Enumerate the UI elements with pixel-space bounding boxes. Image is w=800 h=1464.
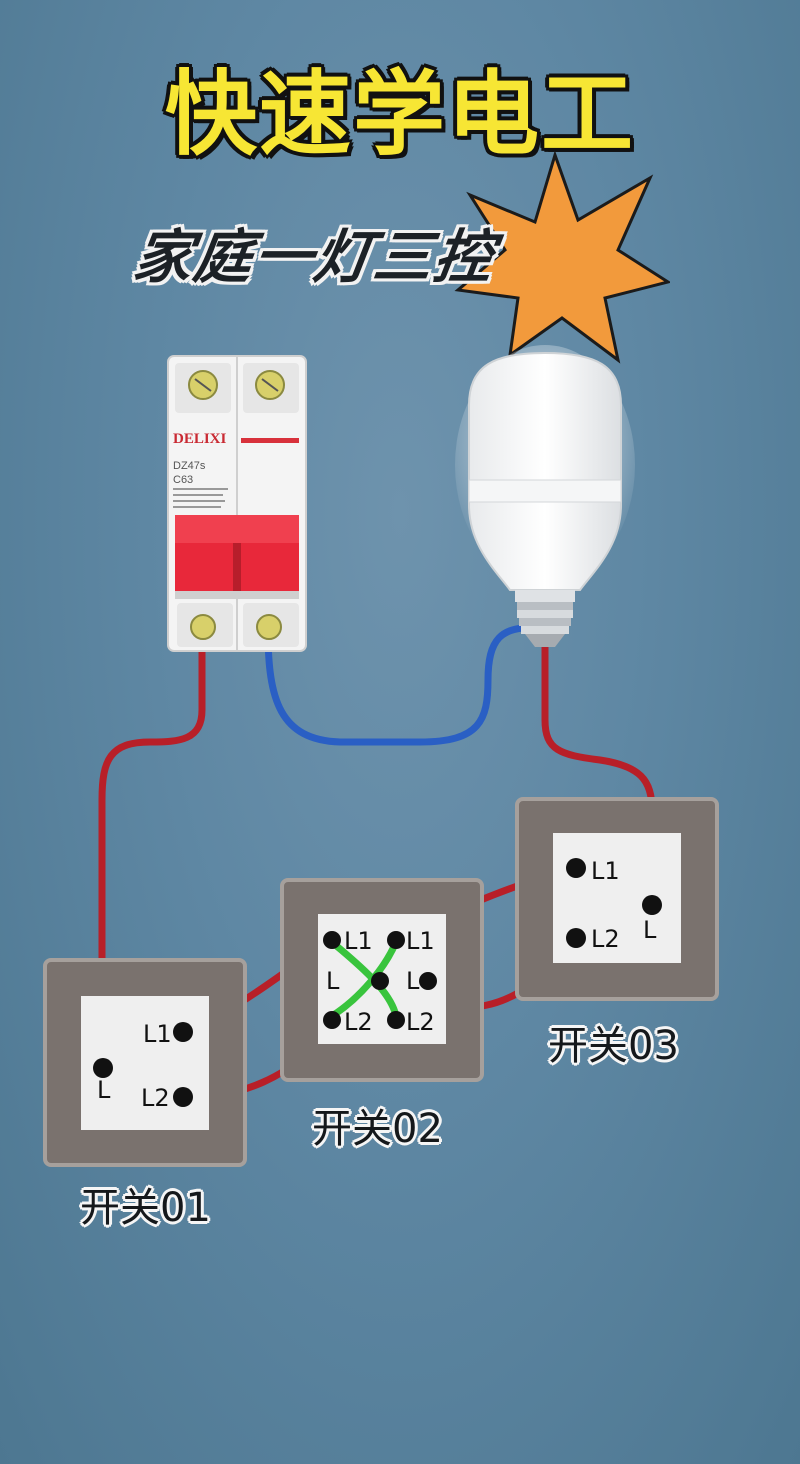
circuit-breaker-icon: DELIXI DZ47s C63 bbox=[167, 355, 307, 652]
live-wire-lamp bbox=[541, 636, 656, 909]
light-bulb-icon bbox=[455, 345, 635, 647]
star-burst-icon bbox=[454, 150, 670, 364]
switch-03-label-L: L bbox=[643, 916, 657, 944]
switch-02-label-L-left: L bbox=[326, 967, 340, 995]
breaker-model: DZ47s bbox=[173, 460, 206, 472]
switch-02-label-L2-right: L2 bbox=[406, 1008, 435, 1036]
breaker-rating: C63 bbox=[173, 474, 193, 486]
switch-02-label-L2-left: L2 bbox=[344, 1008, 373, 1036]
live-wire-feed bbox=[98, 626, 206, 1072]
switch-01-terminal-L1 bbox=[173, 1022, 193, 1042]
switch-03-label-L1: L1 bbox=[591, 857, 620, 885]
switch-01-terminal-L bbox=[93, 1058, 113, 1078]
neutral-wire bbox=[264, 624, 544, 746]
switch-02-label-L1-left: L1 bbox=[344, 927, 373, 955]
page-title: 快速学电工 bbox=[164, 61, 635, 168]
switch-02: L1 L1 L L L2 L2 bbox=[280, 878, 484, 1082]
switch-02-label-L-right: L bbox=[406, 967, 420, 995]
switch-03: L1 L L2 bbox=[515, 797, 719, 1001]
switch-02-name: 开关02 bbox=[312, 1106, 443, 1152]
switch-01-label-L2: L2 bbox=[141, 1084, 170, 1112]
switch-03-label-L2: L2 bbox=[591, 925, 620, 953]
switch-01: L1 L L2 bbox=[43, 958, 247, 1167]
switch-01-label-L: L bbox=[97, 1076, 111, 1104]
switch-03-name: 开关03 bbox=[548, 1023, 679, 1069]
switch-02-label-L1-right: L1 bbox=[406, 927, 435, 955]
switch-01-label-L1: L1 bbox=[143, 1020, 172, 1048]
breaker-brand: DELIXI bbox=[173, 431, 227, 447]
switch-01-terminal-L2 bbox=[173, 1087, 193, 1107]
switch-01-name: 开关01 bbox=[80, 1185, 211, 1231]
